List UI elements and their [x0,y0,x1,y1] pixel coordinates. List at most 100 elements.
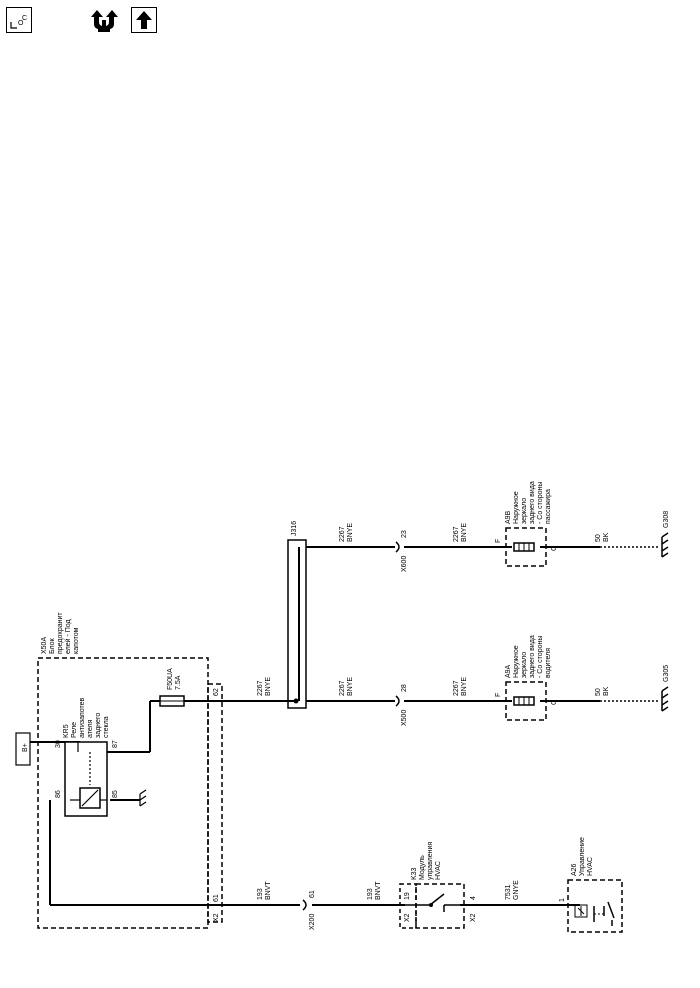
wire-50-color-a: BK [603,686,610,696]
x600-label: X600 [401,556,408,572]
a9a-title-3: заднего вида [529,635,536,678]
g308-label: G308 [663,511,670,528]
k33-x2b: X2 [470,913,477,922]
a9a-title-5: водителя [545,648,552,678]
x2-connector [207,683,223,923]
kr5-title-1: Реле [71,722,78,738]
a9a-pin-f: F [495,693,502,697]
wire-193-num-a: 193 [257,888,264,900]
wire-2267-color-a: BNYE [265,677,272,696]
k33-pin-4: 4 [470,896,477,900]
a9b-pin-g: G [551,546,558,551]
view-toggle-button[interactable] [88,6,122,36]
wire-2267-color-c: BNYE [347,523,354,542]
k33-title-1: Модуль [419,855,426,880]
kr5-pin-86: 86 [55,790,62,798]
x600-pin: 23 [401,530,408,538]
a9b-title-5: пассажира [545,489,552,524]
a9a-mirror [505,681,547,721]
wire-2267-color-e: BNYE [461,523,468,542]
a9b-title-2: зеркало [521,498,528,524]
k33-pin-19: 19 [404,892,411,900]
wire-50-color-b: BK [603,532,610,542]
a9b-title-3: заднего вида [529,481,536,524]
a9b-mirror [505,527,547,567]
kr5-title-4: заднего [95,713,102,738]
fuse-label-1: 7.5A [175,675,182,690]
a9a-title-4: - Со стороны [537,636,544,678]
wire-193-num-b: 193 [367,888,374,900]
a9b-pin-f: F [495,539,502,543]
pin-61-label: 61 [213,894,220,902]
kr5-pin-85: 85 [112,790,119,798]
g308-ground-icon [661,532,669,558]
k33-title-0: K33 [411,867,418,880]
battery-box [15,732,31,766]
up-arrow-icon [136,11,152,29]
fuse-label-0: F50UA [167,668,174,690]
wire-2267-num-b: 2267 [339,680,346,696]
location-button[interactable]: O C [6,7,32,33]
wire-193-color-a: BNVT [265,881,272,900]
a9a-title-2: зеркало [521,652,528,678]
k33-title-3: HVAC [435,861,442,880]
up-arrow-button[interactable] [131,7,157,33]
a26-pin-1: 1 [559,898,566,902]
a9b-title-4: - Со стороны [537,482,544,524]
x500-pin: 28 [401,684,408,692]
a9a-title-1: Наружное [513,645,520,678]
wire-2267-num-d: 2267 [453,680,460,696]
a9b-title-1: Наружное [513,491,520,524]
a9a-title-0: A9A [505,664,512,678]
kr5-title-0: KR5 [63,724,70,738]
j316-splice [287,539,307,709]
a26-hvac-control [567,879,623,933]
x50a-title-4: капотом [73,627,80,654]
g305-ground-icon [661,686,669,712]
split-arrows-icon [91,10,118,32]
x500-label: X500 [401,710,408,726]
x50a-title-2: предохранит [57,612,64,654]
wire-2267-num-c: 2267 [339,526,346,542]
x2-label: X2 [213,913,220,922]
kr5-pin-30: 30 [55,740,62,748]
wire-2267-color-d: BNYE [461,677,468,696]
wire-2267-num-e: 2267 [453,526,460,542]
a26-title-1: Управление [579,837,586,876]
kr5-title-3: ателя [87,719,94,738]
x200-label: X200 [309,914,316,930]
loc-o-text: O [18,20,24,27]
wire-7531-color: GNYE [513,880,520,900]
wire-7531-num: 7531 [505,884,512,900]
a26-title-2: HVAC [587,857,594,876]
x50a-title-0: X50A [41,637,48,654]
relay-ground-icon [139,789,147,807]
kr5-pin-87: 87 [112,740,119,748]
j316-label: J316 [291,521,298,536]
wire-2267-color-b: BNYE [347,677,354,696]
battery-label: B+ [22,743,29,752]
k33-hvac-module [415,883,465,929]
a9b-title-0: A9B [505,510,512,524]
a9a-pin-g: G [551,700,558,705]
g305-label: G305 [663,665,670,682]
kr5-title-2: антизапотев [79,697,86,738]
x50a-title-1: Блок [49,637,56,654]
wire-50-num-b: 50 [595,534,602,542]
k33-x2a: X2 [404,913,411,922]
wire-2267-num-a: 2267 [257,680,264,696]
location-icon: O C [10,15,27,29]
toolbar: O C [0,0,700,44]
x50a-title-3: елей - Под [64,619,72,654]
x600-connector [395,541,400,553]
wire-193-color-b: BNVT [375,881,382,900]
loc-c-text: C [22,15,27,22]
a26-title-0: A26 [571,863,578,876]
x200-pin: 61 [309,890,316,898]
wire-50-num-a: 50 [595,688,602,696]
kr5-title-5: стекла [103,716,110,738]
pin-62-label: 62 [213,688,220,696]
x500-connector [395,695,400,707]
x200-connector [302,899,307,911]
